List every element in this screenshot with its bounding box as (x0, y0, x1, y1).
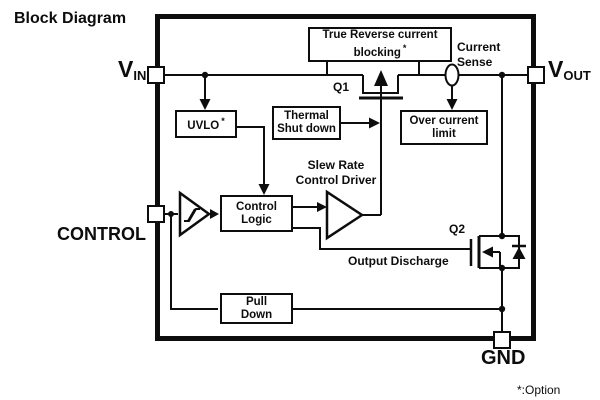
reverse-blocking-block: True Reverse current blocking* (308, 27, 452, 62)
arrow-right-icon (369, 117, 380, 129)
gnd-pin (493, 331, 511, 349)
current-sense-symbol (444, 63, 460, 87)
control-logic-block: Control Logic (220, 195, 293, 232)
over-current-limit-block: Over current limit (400, 110, 488, 145)
block-text: Logic (241, 213, 272, 226)
current-sense-label: Current Sense (457, 40, 501, 69)
q1-label: Q1 (333, 80, 350, 94)
vout-letter: V (548, 56, 564, 82)
vin-pin (147, 66, 165, 84)
ic-boundary (155, 14, 536, 341)
schmitt-trigger-icon (178, 190, 212, 238)
block-text: Pull (245, 295, 268, 308)
block-text: Control (236, 200, 277, 213)
q2-label: Q2 (449, 222, 466, 236)
block-text: Down (240, 308, 273, 321)
thermal-shutdown-block: Thermal Shut down (272, 106, 341, 140)
driver-triangle-icon (325, 189, 365, 241)
uvlo-out-wire (237, 126, 265, 185)
hysteresis-glyph (187, 208, 196, 222)
vout-pin (527, 66, 545, 84)
arrow-down-icon (446, 99, 458, 110)
arrow-down-icon (258, 184, 270, 195)
arrow-left-icon (482, 246, 493, 258)
gnd-pin-label: GND (481, 347, 526, 369)
block-text: limit (432, 127, 456, 140)
vout-subscript: OUT (563, 68, 591, 83)
block-text: Shut down (277, 123, 336, 135)
uvlo-block: UVLO* (175, 110, 237, 138)
output-discharge-wire (293, 227, 471, 250)
option-footnote: *:Option (517, 383, 561, 397)
output-discharge-label: Output Discharge (348, 254, 449, 268)
slew-rate-driver-label: Slew Rate Control Driver (295, 158, 377, 187)
arrow-right-icon (317, 202, 327, 212)
block-text: Over current (409, 114, 479, 127)
block-text: True Reverse current (322, 29, 438, 42)
block-text: UVLO* (187, 116, 225, 132)
vin-subscript: IN (133, 68, 147, 83)
block-text: Thermal (284, 110, 329, 122)
pull-down-block: Pull Down (220, 293, 293, 324)
junction-dot (498, 232, 506, 240)
control-pin (147, 205, 165, 223)
vin-letter: V (118, 56, 134, 82)
arrow-right-icon (210, 209, 219, 219)
control-to-pulldown-wire (170, 214, 218, 310)
arrow-down-icon (199, 99, 211, 110)
arrow-up-icon (374, 70, 388, 86)
block-text: blocking* (353, 43, 407, 59)
control-pin-label: CONTROL (57, 224, 146, 244)
page-title: Block Diagram (14, 10, 127, 27)
q2-diode-triangle (512, 247, 526, 259)
